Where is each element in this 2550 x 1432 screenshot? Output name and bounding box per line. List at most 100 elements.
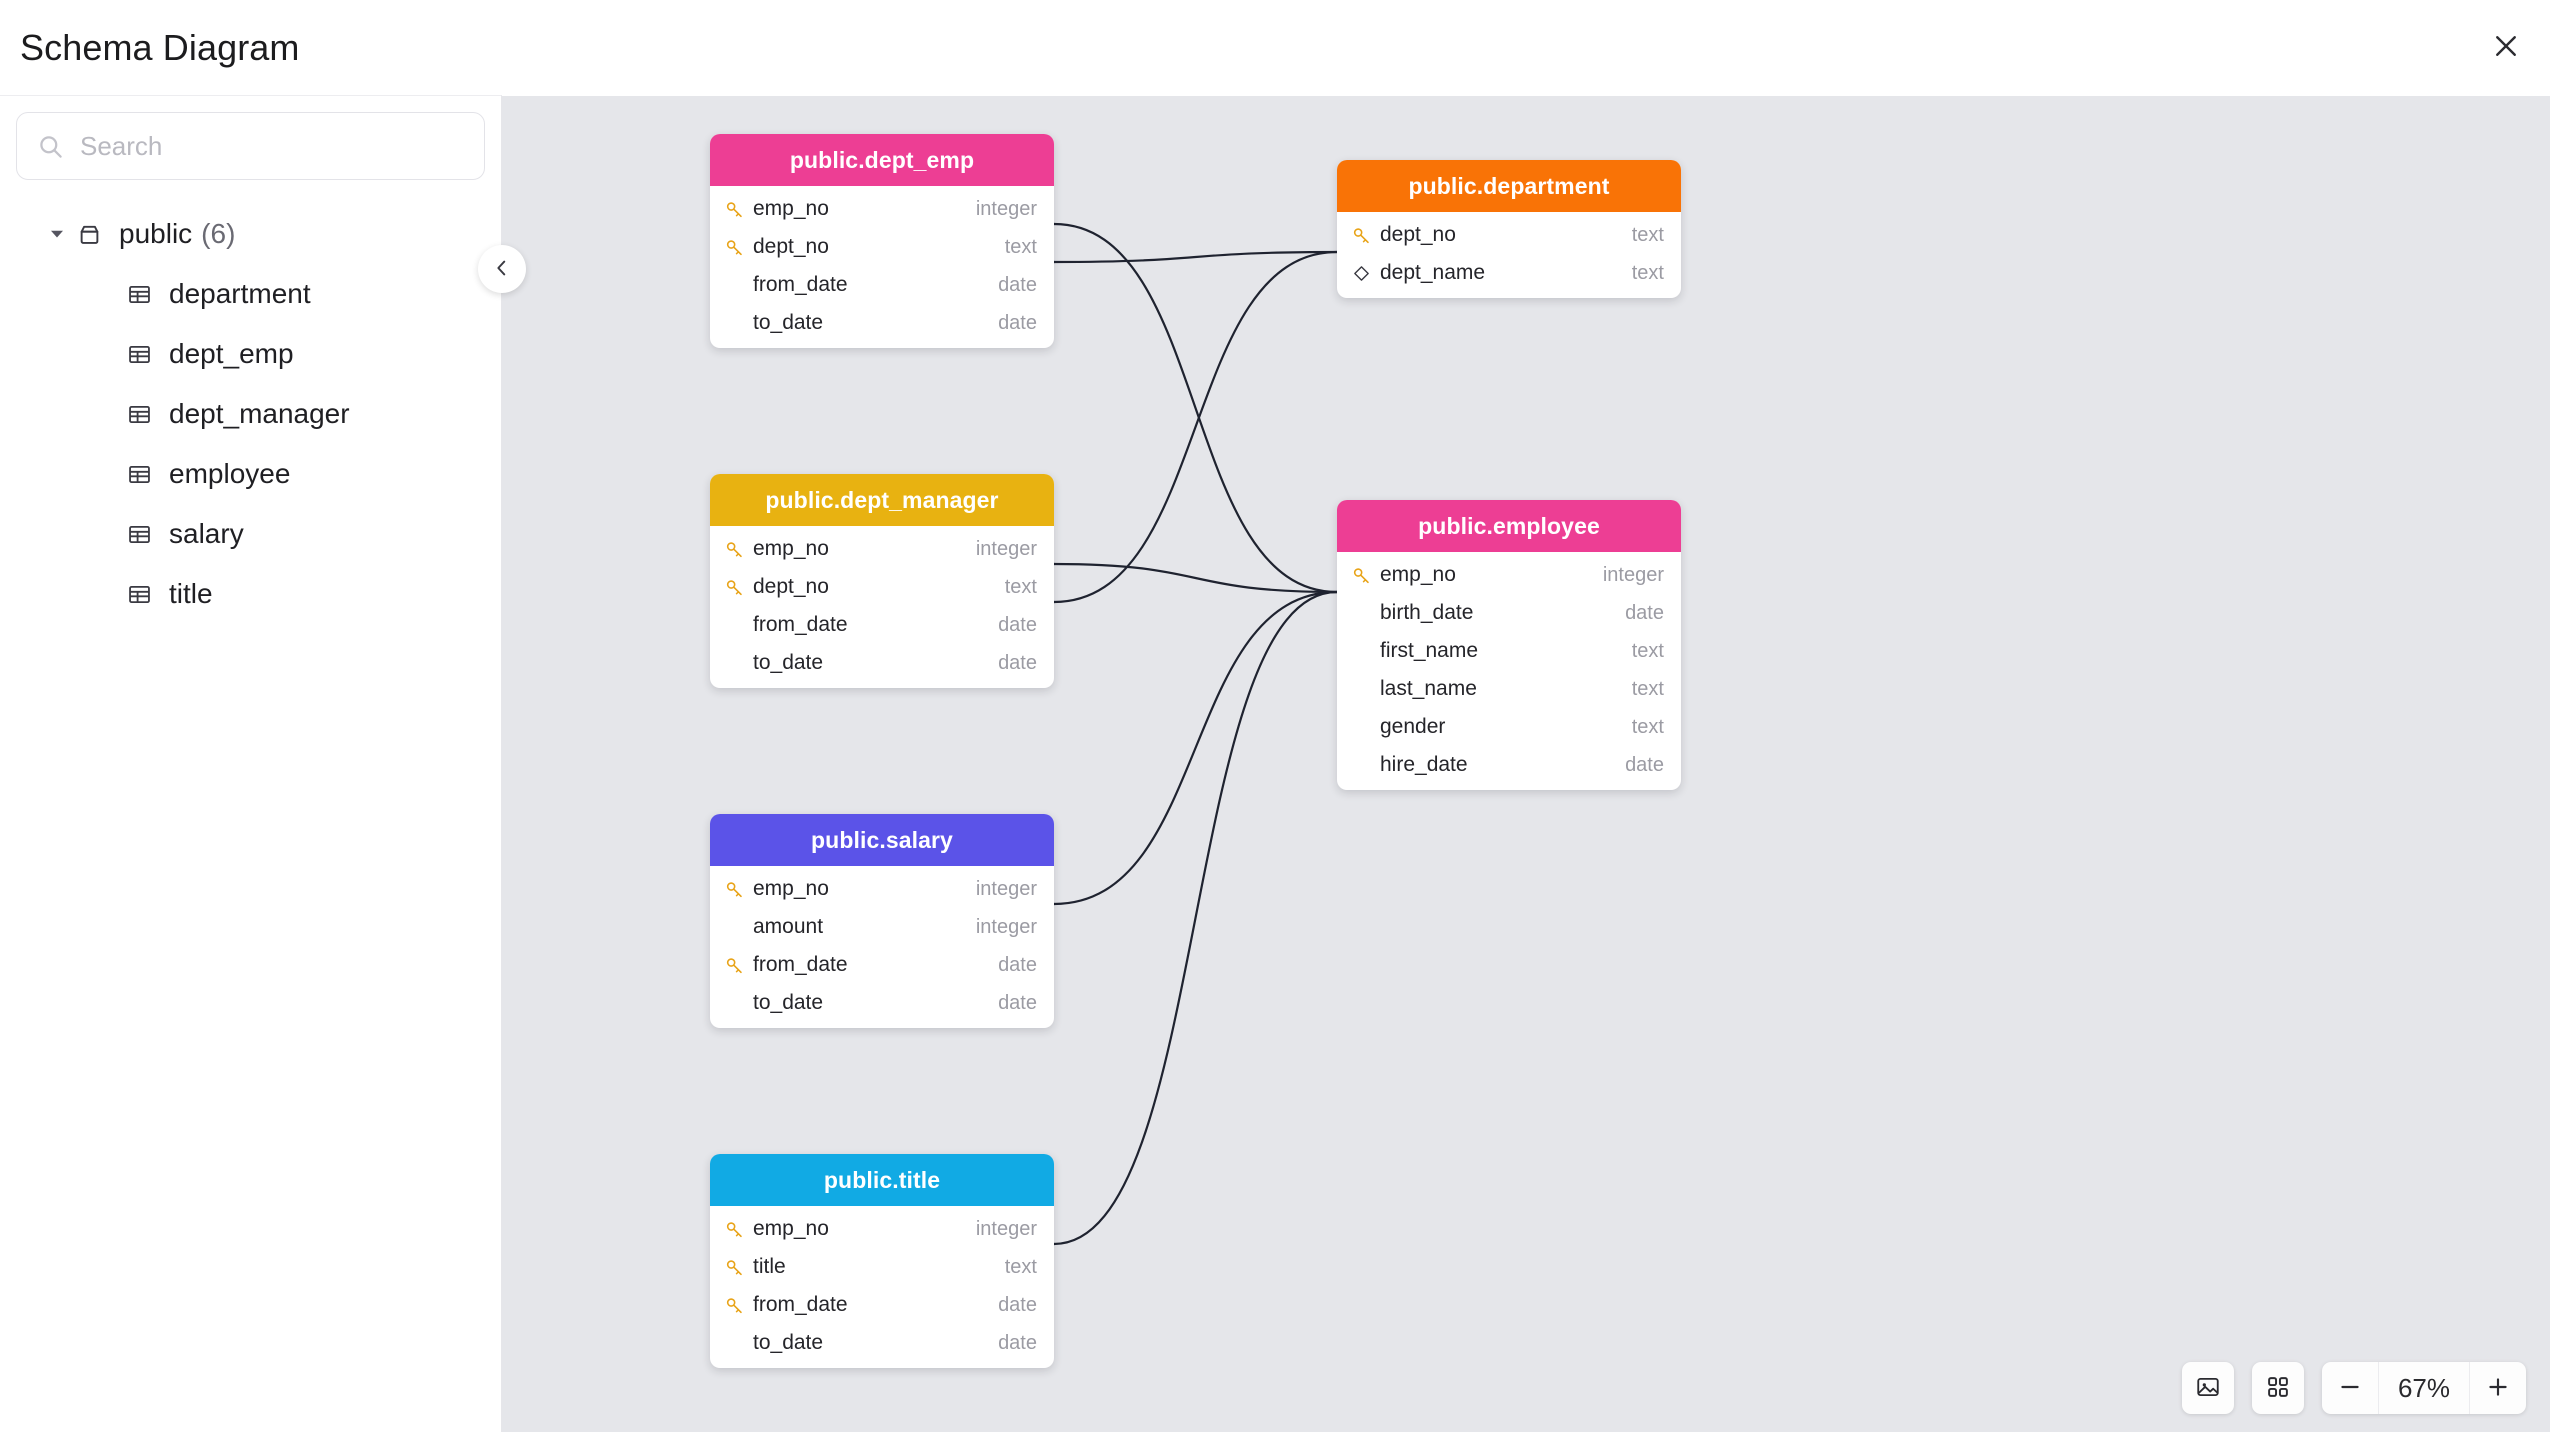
- column-name: amount: [753, 915, 824, 938]
- tree-node-table-employee[interactable]: employee: [0, 444, 501, 504]
- column-name: dept_no: [1380, 223, 1456, 246]
- column-name: emp_no: [753, 197, 829, 220]
- chevron-down-icon[interactable]: [44, 221, 70, 247]
- tree-node-table-dept_manager[interactable]: dept_manager: [0, 384, 501, 444]
- sidebar-collapse-button[interactable]: [478, 245, 526, 293]
- tree-node-label: salary: [169, 518, 244, 549]
- relationship-edge[interactable]: [1053, 562, 1338, 594]
- grid-icon: [2265, 1374, 2291, 1403]
- export-image-button[interactable]: [2182, 1362, 2234, 1414]
- column-row[interactable]: amount integer: [710, 908, 1054, 946]
- key-icon: [723, 1294, 745, 1316]
- tree-node-table-salary[interactable]: salary: [0, 504, 501, 564]
- relationship-edge[interactable]: [1053, 590, 1338, 906]
- key-icon: [723, 1256, 745, 1278]
- tree-node-label: public: [119, 218, 193, 249]
- relationship-edge[interactable]: [1053, 250, 1338, 604]
- column-row[interactable]: emp_no integer: [710, 1210, 1054, 1248]
- column-row[interactable]: first_name text: [1337, 632, 1681, 670]
- tree-node-count: (6): [201, 218, 236, 249]
- key-icon: [723, 1218, 745, 1240]
- column-name: to_date: [753, 991, 824, 1014]
- key-icon: [723, 576, 745, 598]
- close-icon: [2491, 31, 2521, 64]
- column-name: from_date: [753, 953, 848, 976]
- column-type: text: [1631, 639, 1664, 662]
- key-icon: [723, 954, 745, 976]
- column-type: text: [1631, 677, 1664, 700]
- tree-node-table-title[interactable]: title: [0, 564, 501, 624]
- column-row[interactable]: dept_name text: [1337, 254, 1681, 292]
- column-type: integer: [975, 915, 1037, 938]
- column-type: date: [1625, 601, 1664, 624]
- zoom-out-button[interactable]: [2322, 1362, 2378, 1414]
- key-icon: [1350, 224, 1372, 246]
- column-row[interactable]: to_date date: [710, 984, 1054, 1022]
- column-type: date: [998, 1293, 1037, 1316]
- table-node-header: public.employee: [1337, 500, 1681, 552]
- column-type: date: [1625, 753, 1664, 776]
- relationship-edge[interactable]: [1053, 250, 1338, 264]
- zoom-controls: 67%: [2322, 1362, 2526, 1414]
- zoom-in-button[interactable]: [2470, 1362, 2526, 1414]
- column-name: first_name: [1380, 639, 1479, 662]
- tree-node-table-department[interactable]: department: [0, 264, 501, 324]
- table-icon: [126, 401, 153, 428]
- column-row[interactable]: to_date date: [710, 1324, 1054, 1362]
- column-name: dept_name: [1380, 261, 1486, 284]
- column-name: to_date: [753, 1331, 824, 1354]
- key-icon: [723, 236, 745, 258]
- close-button[interactable]: [2478, 20, 2534, 76]
- column-type: date: [998, 991, 1037, 1014]
- column-type: text: [1004, 575, 1037, 598]
- search-box[interactable]: [16, 112, 485, 180]
- relationship-edge[interactable]: [1053, 590, 1338, 1246]
- plus-icon: [2485, 1374, 2511, 1403]
- minus-icon: [2337, 1374, 2363, 1403]
- table-icon: [126, 341, 153, 368]
- tree-node-label: employee: [169, 458, 291, 489]
- column-name: emp_no: [1380, 563, 1456, 586]
- column-type: integer: [975, 1217, 1037, 1240]
- chevron-left-icon: [491, 257, 513, 282]
- zoom-level-label[interactable]: 67%: [2378, 1362, 2470, 1414]
- tree-node-schema-public[interactable]: public (6): [0, 204, 501, 264]
- column-name: emp_no: [753, 1217, 829, 1240]
- column-name: to_date: [753, 651, 824, 674]
- fit-view-button[interactable]: [2252, 1362, 2304, 1414]
- relationship-edge[interactable]: [1053, 222, 1338, 594]
- column-type: date: [998, 1331, 1037, 1354]
- tree-node-table-dept_emp[interactable]: dept_emp: [0, 324, 501, 384]
- search-input[interactable]: [80, 130, 464, 162]
- column-name: dept_no: [753, 235, 829, 258]
- column-type: text: [1631, 261, 1664, 284]
